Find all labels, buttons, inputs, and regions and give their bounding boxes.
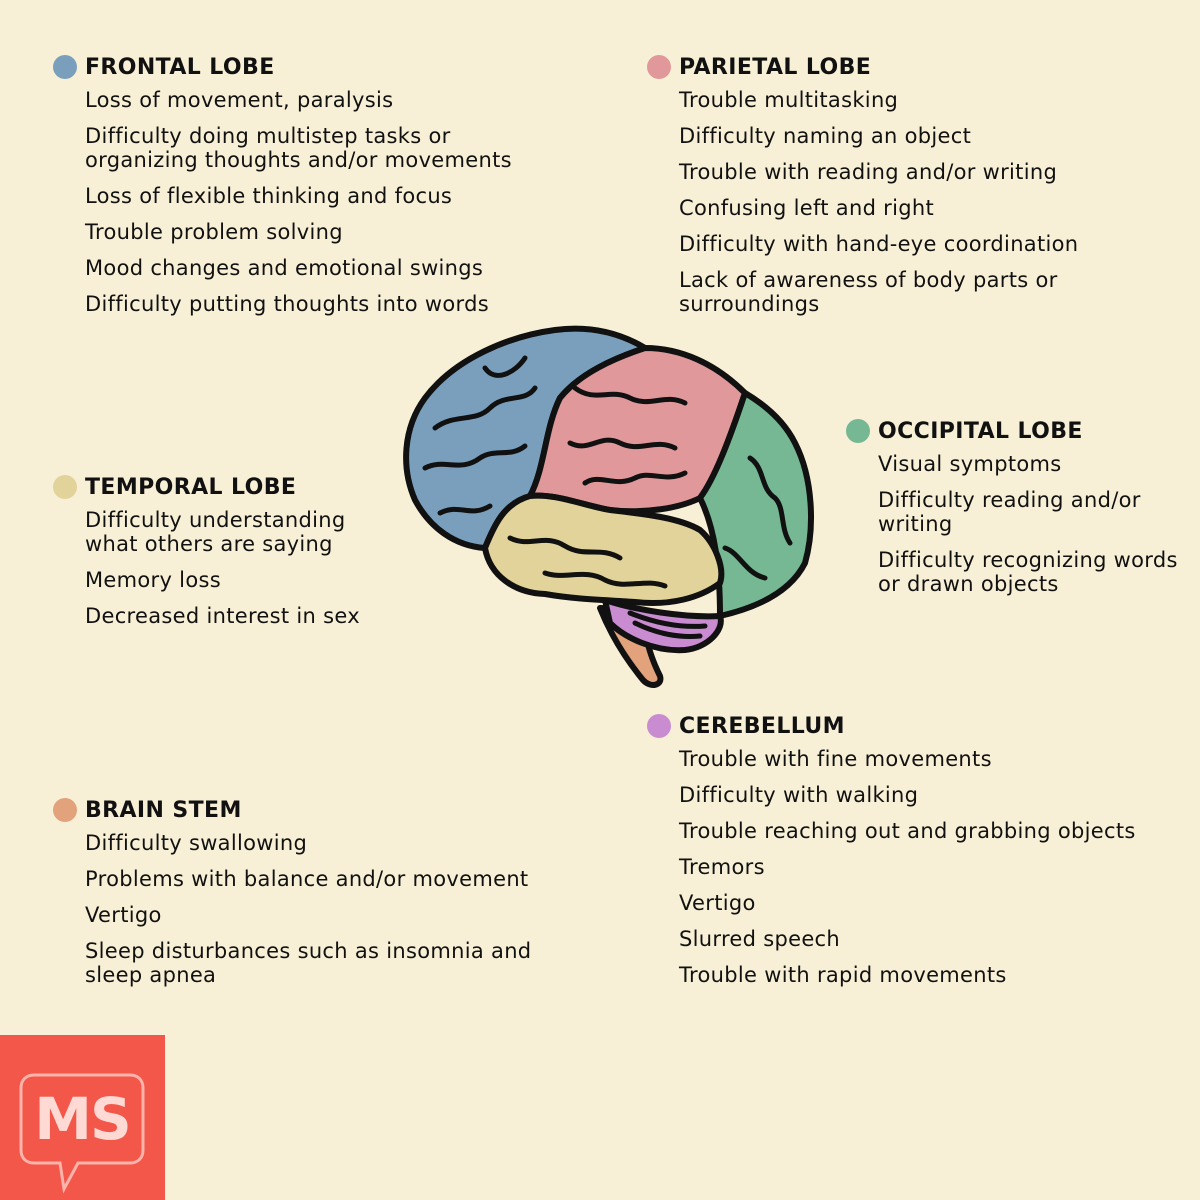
occipital-lobe-list: Visual symptoms Difficulty reading and/o… [846,452,1178,596]
list-item: Tremors [679,855,765,879]
list-item: Trouble with rapid movements [679,963,1007,987]
cerebellum-dot [647,714,671,738]
parietal-lobe-section: PARIETAL LOBE Trouble multitasking Diffi… [647,52,1109,328]
list-item: Confusing left and right [679,196,935,220]
list-item: Trouble reaching out and grabbing object… [679,819,1136,843]
parietal-lobe-list: Trouble multitasking Difficulty naming a… [647,88,1109,316]
temporal-lobe-section: TEMPORAL LOBE Difficulty understanding w… [53,472,385,640]
list-item: Problems with balance and/or movement [85,867,529,891]
list-item: Mood changes and emotional swings [85,256,484,280]
cerebellum-title: CEREBELLUM [679,713,845,739]
occipital-lobe-region [697,390,814,619]
occipital-lobe-header: OCCIPITAL LOBE [846,416,1178,446]
list-item: Loss of flexible thinking and focus [85,184,453,208]
list-item: Sleep disturbances such as insomnia and … [85,939,532,987]
list-item: Difficulty reading and/or writing [878,488,1141,536]
frontal-lobe-section: FRONTAL LOBE Loss of movement, paralysis… [53,52,555,328]
gyri-line [747,455,793,546]
temporal-lobe-title: TEMPORAL LOBE [85,474,297,500]
ms-logo: MS [0,1035,165,1200]
frontal-lobe-list: Loss of movement, paralysis Difficulty d… [53,88,555,316]
list-item: Difficulty understanding what others are… [85,508,346,556]
speech-bubble-icon [19,1073,145,1194]
logo-text: MS [34,1085,132,1153]
list-item: Difficulty with walking [679,783,919,807]
gyri-line [482,355,528,378]
list-item: Decreased interest in sex [85,604,360,628]
parietal-lobe-header: PARIETAL LOBE [647,52,1109,82]
brain-stem-title: BRAIN STEM [85,797,242,823]
list-item: Trouble with fine movements [679,747,992,771]
gyri-line [582,470,688,486]
temporal-lobe-region [482,492,725,606]
brain-stem-dot [53,798,77,822]
list-item: Memory loss [85,568,221,592]
gyri-line [572,385,688,406]
temporal-lobe-dot [53,475,77,499]
gyri-line [542,570,668,589]
cerebellum-header: CEREBELLUM [647,711,1200,741]
list-item: Trouble multitasking [679,88,899,112]
cerebellum-section: CEREBELLUM Trouble with fine movements D… [647,711,1200,999]
parietal-lobe-title: PARIETAL LOBE [679,54,872,80]
list-item: Slurred speech [679,927,841,951]
list-item: Vertigo [85,903,162,927]
frontal-lobe-title: FRONTAL LOBE [85,54,275,80]
gyri-line [437,503,493,516]
frontal-lobe-dot [53,55,77,79]
parietal-lobe-dot [647,55,671,79]
gyri-line [432,385,538,431]
gyri-line [507,535,623,561]
occipital-lobe-title: OCCIPITAL LOBE [878,418,1083,444]
frontal-lobe-header: FRONTAL LOBE [53,52,555,82]
list-item: Lack of awareness of body parts or surro… [679,268,1058,316]
temporal-lobe-header: TEMPORAL LOBE [53,472,385,502]
gyri-line [567,437,678,451]
gyri-line [632,620,703,639]
list-item: Difficulty with hand-eye coordination [679,232,1079,256]
gyri-line [722,545,768,581]
list-item: Visual symptoms [878,452,1062,476]
temporal-lobe-list: Difficulty understanding what others are… [53,508,385,628]
brain-stem-header: BRAIN STEM [53,795,555,825]
brain-stem-list: Difficulty swallowing Problems with bala… [53,831,555,987]
brain-illustration [403,325,814,688]
gyri-line [627,610,708,629]
occipital-lobe-section: OCCIPITAL LOBE Visual symptoms Difficult… [846,416,1178,608]
list-item: Vertigo [679,891,756,915]
list-item: Trouble with reading and/or writing [679,160,1058,184]
list-item: Difficulty recognizing words or drawn ob… [878,548,1178,596]
brain-stem-section: BRAIN STEM Difficulty swallowing Problem… [53,795,555,999]
list-item: Difficulty doing multistep tasks or orga… [85,124,512,172]
occipital-lobe-dot [846,419,870,443]
list-item: Trouble problem solving [85,220,343,244]
gyri-line [422,443,528,471]
list-item: Loss of movement, paralysis [85,88,394,112]
list-item: Difficulty swallowing [85,831,308,855]
cerebellum-list: Trouble with fine movements Difficulty w… [647,747,1200,987]
list-item: Difficulty putting thoughts into words [85,292,489,316]
list-item: Difficulty naming an object [679,124,972,148]
